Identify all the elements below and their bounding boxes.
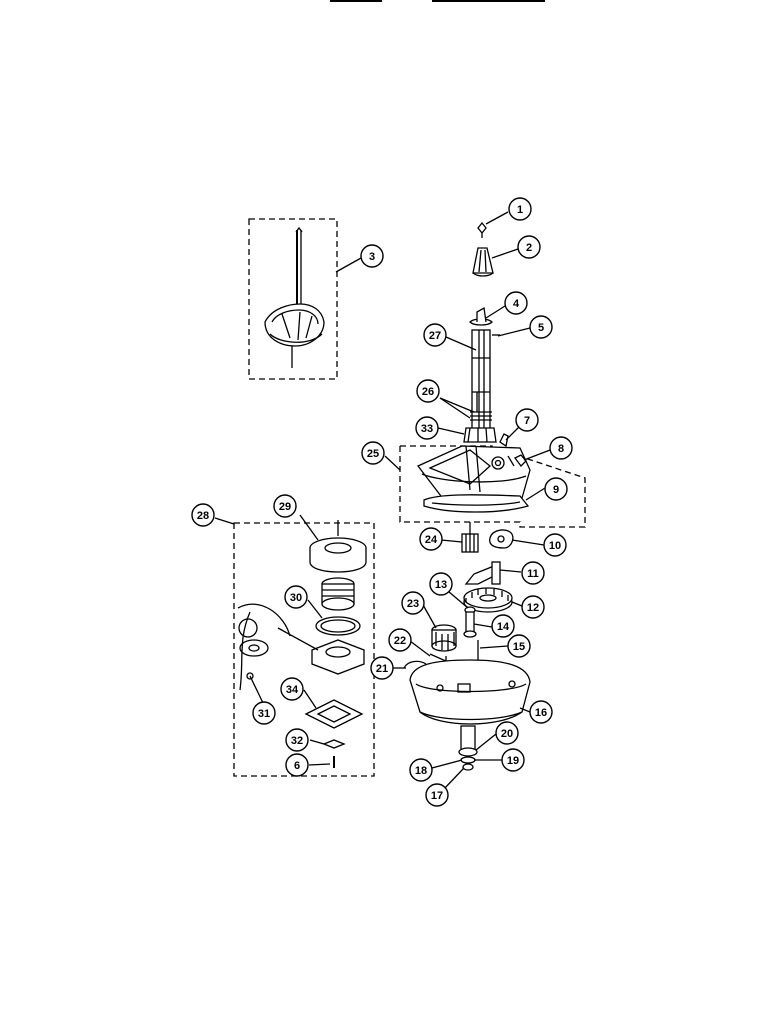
callout-14: 14: [491, 614, 515, 638]
callout-25: 25: [361, 441, 385, 465]
callout-27: 27: [423, 323, 447, 347]
svg-text:4: 4: [513, 298, 520, 310]
callout-19: 19: [501, 748, 525, 772]
callout-32: 32: [285, 728, 309, 752]
svg-text:2: 2: [526, 242, 532, 254]
callout-17: 17: [425, 783, 449, 807]
svg-text:27: 27: [429, 330, 441, 342]
callout-21: 21: [370, 656, 394, 680]
svg-text:23: 23: [407, 598, 419, 610]
callout-6: 6: [285, 753, 309, 777]
callout-8: 8: [549, 436, 573, 460]
svg-text:29: 29: [279, 501, 291, 513]
transmission-assembly-3: [248, 218, 338, 380]
callout-3: 3: [360, 244, 384, 268]
svg-text:30: 30: [290, 592, 302, 604]
callout-11: 11: [521, 561, 545, 585]
callout-30: 30: [284, 585, 308, 609]
svg-text:15: 15: [513, 641, 525, 653]
callout-15: 15: [507, 634, 531, 658]
svg-text:1: 1: [517, 204, 523, 216]
callout-2: 2: [517, 235, 541, 259]
callout-9: 9: [544, 477, 568, 501]
brake-assembly-28: [233, 520, 375, 777]
svg-text:24: 24: [425, 534, 438, 546]
callout-16: 16: [529, 700, 553, 724]
svg-text:16: 16: [535, 707, 547, 719]
svg-text:13: 13: [435, 579, 447, 591]
callout-1: 1: [508, 197, 532, 221]
callout-28: 28: [191, 503, 215, 527]
agitator-shaft-parts: [463, 221, 500, 443]
svg-text:7: 7: [524, 415, 530, 427]
callout-34: 34: [280, 677, 304, 701]
svg-text:33: 33: [421, 423, 433, 435]
svg-text:18: 18: [415, 765, 427, 777]
callout-4: 4: [504, 291, 528, 315]
leader-lines: [214, 211, 551, 791]
callout-23: 23: [401, 591, 425, 615]
svg-text:20: 20: [501, 728, 513, 740]
svg-text:22: 22: [394, 635, 406, 647]
svg-text:14: 14: [497, 621, 510, 633]
svg-text:10: 10: [549, 540, 561, 552]
callouts: 1 2 3 4 5 6 7 8: [191, 197, 573, 807]
svg-text:9: 9: [553, 484, 559, 496]
svg-text:6: 6: [294, 760, 300, 772]
callout-10: 10: [543, 533, 567, 557]
callout-29: 29: [273, 494, 297, 518]
gear-parts: [429, 522, 514, 676]
callout-7: 7: [515, 408, 539, 432]
svg-text:3: 3: [369, 251, 375, 263]
svg-text:25: 25: [367, 448, 379, 460]
svg-text:34: 34: [286, 684, 299, 696]
svg-text:21: 21: [376, 663, 388, 675]
svg-text:11: 11: [527, 568, 539, 580]
svg-text:19: 19: [507, 755, 519, 767]
callout-31: 31: [252, 701, 276, 725]
transmission-cover-25: [399, 433, 586, 528]
svg-text:8: 8: [558, 443, 564, 455]
callout-20: 20: [495, 721, 519, 745]
callout-24: 24: [419, 527, 443, 551]
callout-18: 18: [409, 758, 433, 782]
svg-text:5: 5: [538, 322, 544, 334]
callout-12: 12: [521, 595, 545, 619]
callout-26: 26: [416, 379, 440, 403]
svg-text:17: 17: [431, 790, 443, 802]
gear-case-16: [403, 659, 531, 771]
callout-22: 22: [388, 628, 412, 652]
callout-33: 33: [415, 416, 439, 440]
svg-text:31: 31: [258, 708, 270, 720]
callout-13: 13: [429, 572, 453, 596]
svg-text:28: 28: [197, 510, 209, 522]
svg-text:26: 26: [422, 386, 434, 398]
svg-text:32: 32: [291, 735, 303, 747]
callout-5: 5: [529, 315, 553, 339]
svg-text:12: 12: [527, 602, 539, 614]
